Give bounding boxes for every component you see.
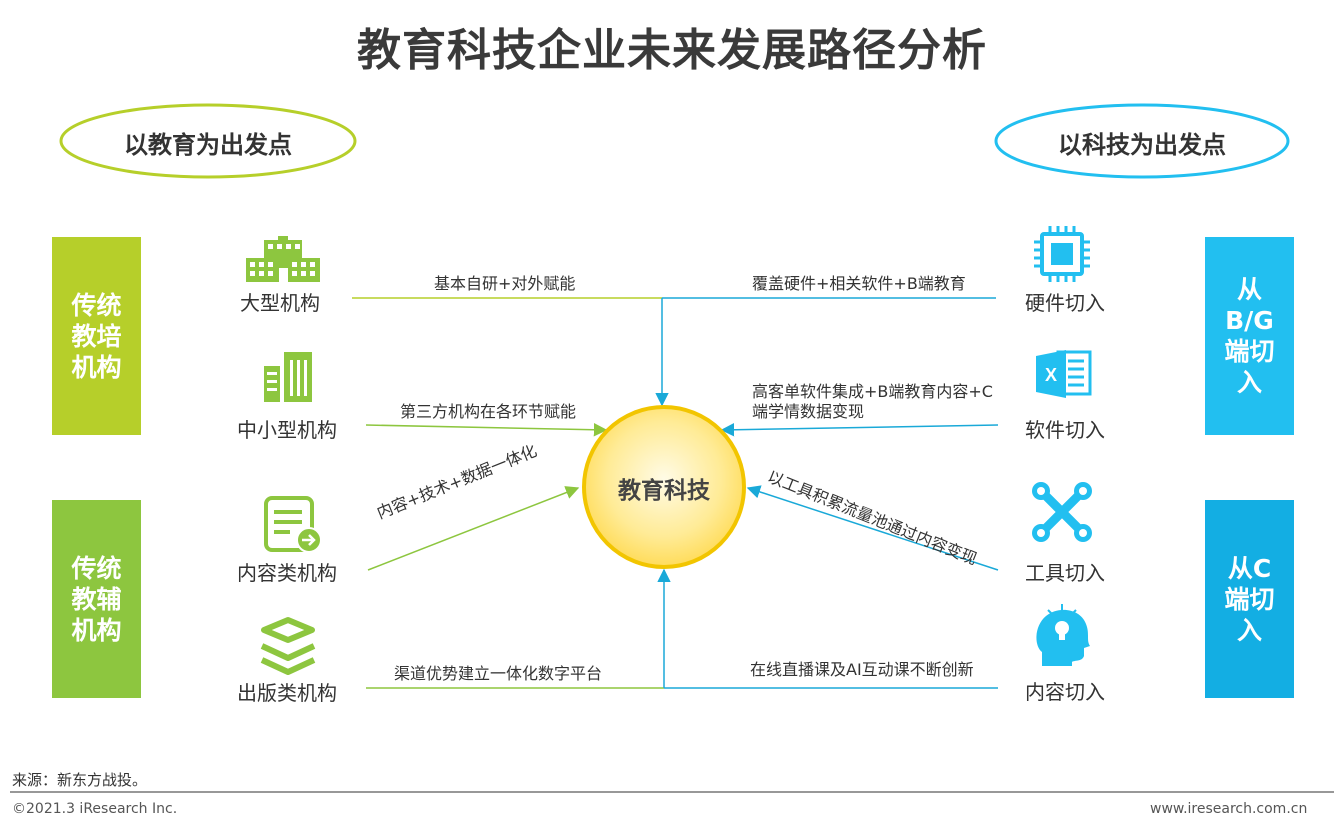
document-arrow-icon	[264, 496, 322, 553]
edge-large-label: 基本自研+对外赋能	[434, 274, 576, 293]
edge-content-line	[367, 486, 580, 571]
left-group-traditional-tutoring: 传统 教辅 机构	[52, 500, 141, 698]
node-content-label: 内容类机构	[237, 561, 337, 585]
edge-content-right-label: 在线直播课及AI互动课不断创新	[750, 660, 974, 679]
wrench-icon	[1032, 482, 1092, 542]
right-group-bg: 从 B/G 端切 入	[1205, 237, 1294, 435]
left-group-traditional-training: 传统 教培 机构	[52, 237, 141, 435]
edge-software-label: 高客单软件集成+B端教育内容+C端学情数据变现	[752, 382, 993, 421]
office-tower-icon	[264, 352, 312, 402]
center-label: 教育科技	[618, 478, 710, 504]
building-icon	[246, 236, 320, 282]
head-bulb-icon	[1036, 604, 1090, 666]
edge-tool-line	[746, 485, 999, 571]
source-note: 来源：新东方战投。	[12, 771, 148, 789]
copyright: ©2021.3 iResearch Inc.	[12, 801, 178, 817]
right-header-label: 以科技为出发点	[1058, 131, 1226, 159]
node-large-label: 大型机构	[240, 291, 320, 315]
chip-icon	[1034, 226, 1090, 282]
website-link[interactable]: www.iresearch.com.cn	[1150, 801, 1308, 817]
page-title: 教育科技企业未来发展路径分析	[357, 25, 987, 76]
svg-text:X: X	[1045, 365, 1057, 385]
node-content-right-label: 内容切入	[1025, 680, 1105, 704]
excel-icon: X	[1036, 350, 1092, 398]
left-header-label: 以教育为出发点	[124, 131, 292, 159]
node-software-label: 软件切入	[1025, 418, 1105, 442]
right-group-c: 从C 端切 入	[1205, 500, 1294, 698]
layers-icon	[260, 617, 316, 675]
node-small-label: 中小型机构	[237, 418, 337, 442]
left-group-label: 传统 教培 机构	[71, 290, 122, 382]
center-circle	[582, 405, 746, 569]
right-header-ellipse	[994, 103, 1290, 179]
left-header-ellipse	[59, 103, 357, 179]
right-group-label: 从C 端切 入	[1224, 553, 1275, 645]
node-tool-label: 工具切入	[1025, 561, 1105, 585]
edge-publish-label: 渠道优势建立一体化数字平台	[394, 664, 603, 683]
edge-hardware-label: 覆盖硬件+相关软件+B端教育	[752, 274, 966, 293]
right-group-label: 从 B/G 端切 入	[1224, 275, 1275, 397]
left-group-label: 传统 教辅 机构	[71, 553, 122, 645]
node-hardware-label: 硬件切入	[1025, 291, 1105, 315]
edge-small-label: 第三方机构在各环节赋能	[400, 402, 577, 421]
edge-software-line	[720, 423, 999, 437]
node-publish-label: 出版类机构	[237, 681, 337, 705]
edge-small-line	[365, 422, 608, 437]
